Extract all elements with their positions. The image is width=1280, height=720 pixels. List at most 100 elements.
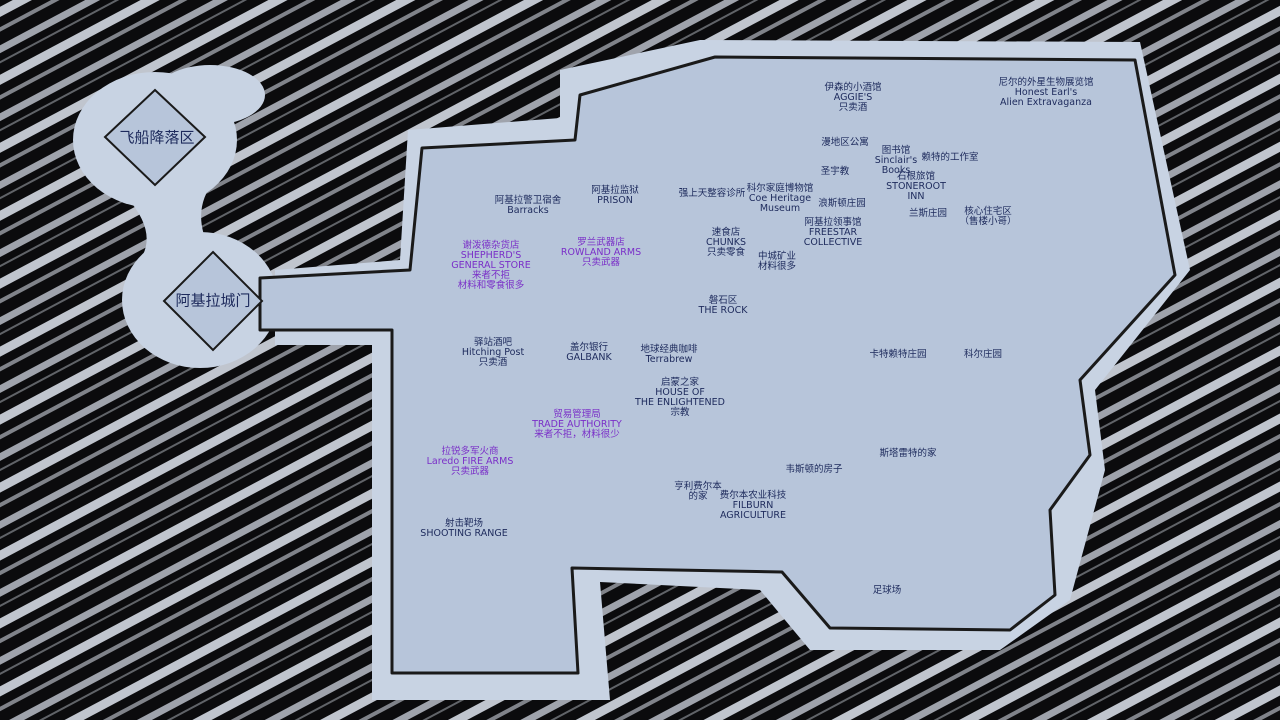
location-library-line: Books: [881, 165, 911, 176]
location-enlightened-line: HOUSE OF: [655, 387, 705, 398]
landing-neck: [155, 65, 265, 125]
location-shepherds-line: 谢泼德杂货店: [462, 240, 520, 251]
location-aggies-line: AGGIE'S: [833, 92, 873, 103]
location-mining[interactable]: 中城矿业材料很多: [758, 252, 796, 272]
location-terrabrew-line: Terrabrew: [645, 354, 693, 365]
location-aggies-line: 伊森的小酒馆: [824, 82, 882, 93]
location-hitching-post-line: 只卖酒: [478, 357, 508, 368]
location-lance-manor[interactable]: 兰斯庄园: [909, 209, 947, 219]
landing-zone-label[interactable]: 飞船降落区: [119, 128, 195, 147]
location-workshop[interactable]: 赖特的工作室: [921, 153, 978, 163]
location-rowland-line: 只卖武器: [581, 257, 620, 268]
location-filburn-line: FILBURN: [732, 500, 774, 511]
location-museum-line: Museum: [759, 203, 801, 214]
location-church[interactable]: 圣宇教: [821, 167, 850, 177]
location-prison-line: PRISON: [597, 195, 633, 206]
location-mining-line: 中城矿业: [757, 251, 797, 262]
location-rowland-line: ROWLAND ARMS: [560, 247, 642, 258]
location-shepherds-line: 材料和零食很多: [457, 280, 525, 291]
location-clinic-line: 强上天整容诊所: [678, 188, 746, 199]
location-laredo-line: Laredo FIRE ARMS: [426, 456, 514, 467]
location-workshop-line: 赖特的工作室: [921, 152, 979, 163]
location-webster-house-line: 韦斯顿的房子: [785, 464, 843, 475]
location-the-rock-line: THE ROCK: [698, 305, 748, 316]
location-manor[interactable]: 浪斯顿庄园: [818, 199, 866, 209]
location-museum-line: Coe Heritage: [748, 193, 812, 204]
location-shooting-range-line: 射击靶场: [444, 518, 484, 529]
location-church-line: 圣宇教: [820, 166, 850, 177]
location-mining-line: 材料很多: [757, 261, 797, 272]
location-shooting-range-line: SHOOTING RANGE: [420, 528, 508, 539]
location-museum-line: 科尔家庭博物馆: [746, 183, 814, 194]
location-manor-line: 浪斯顿庄园: [818, 198, 866, 209]
landing-zone-diamond: [103, 88, 207, 187]
location-the-rock-line: 磐石区: [708, 295, 738, 306]
location-hitching-post-line: Hitching Post: [461, 347, 525, 358]
location-chunks-line: 速食店: [711, 227, 741, 238]
location-trade-authority-line: TRADE AUTHORITY: [532, 419, 622, 430]
location-henry-house[interactable]: 亨利费尔本的家: [674, 482, 722, 502]
location-filburn-line: AGRICULTURE: [719, 510, 787, 521]
location-stoneroot-inn-line: INN: [907, 191, 925, 202]
location-stoneroot-inn-line: STONEROOT: [886, 181, 946, 192]
location-trade-authority-line: 来者不拒，材料很少: [534, 429, 620, 440]
location-stratton-house-line: 斯塔雷特的家: [879, 448, 937, 459]
location-barracks-line: Barracks: [507, 205, 549, 216]
location-aggies-line: 只卖酒: [838, 102, 868, 113]
location-barracks-line: 阿基拉警卫宿舍: [494, 195, 562, 206]
location-stoneroot-inn-line: 石根旅馆: [896, 171, 935, 182]
location-kohl-manor-line: 科尔庄园: [963, 349, 1003, 360]
location-library-line: 图书馆: [881, 145, 911, 156]
location-freestar-line: COLLECTIVE: [803, 237, 863, 248]
location-galbank-line: 盖尔银行: [569, 342, 609, 353]
location-henry-house-line: 亨利费尔本: [674, 481, 722, 492]
location-library-line: Sinclair's: [874, 155, 918, 166]
location-honest-earls-line: 尼尔的外星生物展览馆: [998, 77, 1094, 88]
city-gate-diamond: [162, 250, 264, 352]
location-webster-house[interactable]: 韦斯顿的房子: [785, 465, 842, 475]
location-core-residential[interactable]: 核心住宅区（售楼小哥）: [959, 207, 1016, 227]
location-stadium-line: 足球场: [872, 585, 902, 596]
location-stratton-house[interactable]: 斯塔雷特的家: [879, 449, 936, 459]
location-henry-house-line: 的家: [688, 491, 708, 502]
location-honest-earls-line: Honest Earl's: [1014, 87, 1078, 98]
location-laredo-line: 只卖武器: [450, 466, 490, 477]
location-enlightened-line: THE ENLIGHTENED: [635, 397, 725, 408]
city-gate-label[interactable]: 阿基拉城门: [175, 291, 251, 310]
location-shepherds-line: GENERAL STORE: [451, 260, 531, 271]
location-rowland-line: 罗兰武器店: [577, 237, 625, 248]
location-kohl-manor[interactable]: 科尔庄园: [964, 350, 1002, 360]
location-enlightened-line: 宗教: [670, 407, 690, 418]
location-shepherds-line: SHEPHERD'S: [460, 250, 522, 261]
location-enlightened-line: 启蒙之家: [660, 377, 700, 388]
location-apartments[interactable]: 漫地区公寓: [821, 138, 869, 148]
location-stadium[interactable]: 足球场: [873, 586, 902, 596]
location-core-residential-line: （售楼小哥）: [959, 216, 1017, 227]
location-terrabrew-line: 地球经典咖啡: [640, 344, 698, 355]
city-outline: [258, 55, 1177, 675]
location-carter-manor[interactable]: 卡特赖特庄园: [869, 350, 926, 360]
location-clinic[interactable]: 强上天整容诊所: [679, 189, 746, 199]
location-lance-manor-line: 兰斯庄园: [908, 208, 948, 219]
